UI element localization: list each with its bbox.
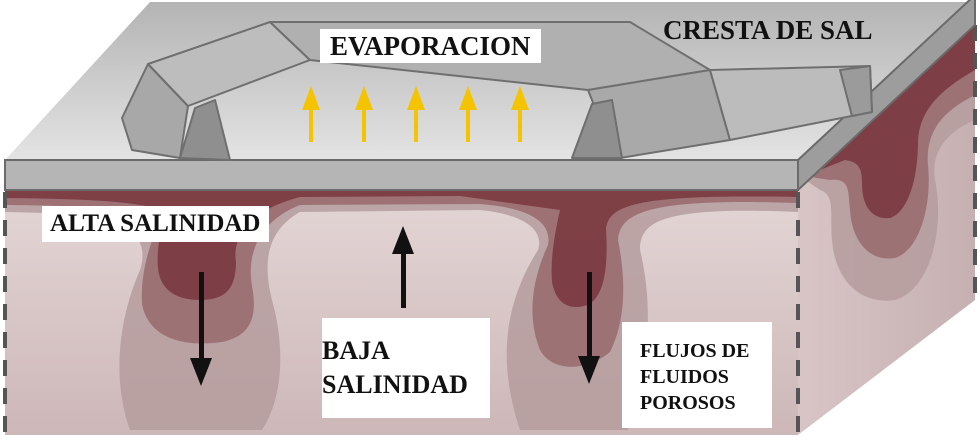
salt-slab-side-edge [797, 0, 976, 193]
evaporation-arrows [302, 86, 529, 142]
salt-crest-label: CRESTA DE SAL [663, 15, 873, 45]
salt-slab-front-edge [4, 159, 799, 191]
porous-flow-label-line: FLUIDOS [640, 366, 729, 388]
up-arrow-icon [459, 86, 477, 142]
low-salinity-label-line: SALINIDAD [322, 370, 468, 399]
porous-flow-label: FLUJOS DE FLUIDOS POROSOS [622, 322, 772, 428]
down-arrow-icon [190, 272, 212, 386]
low-salinity-label: BAJA SALINIDAD [322, 318, 490, 418]
porous-flow-label-line: POROSOS [640, 392, 736, 414]
up-arrow-icon [302, 86, 320, 142]
evaporation-label: EVAPORACION [320, 29, 541, 63]
side-plume [798, 22, 975, 301]
up-arrow-icon [355, 86, 373, 142]
up-arrow-icon [407, 86, 425, 142]
low-salinity-label-line: BAJA [322, 336, 390, 365]
porous-flow-label-line: FLUJOS DE [640, 340, 750, 362]
high-salinity-label: ALTA SALINIDAD [42, 206, 269, 242]
up-arrow-icon [511, 86, 529, 142]
down-arrow-icon [578, 272, 600, 384]
up-arrow-icon [392, 226, 414, 308]
